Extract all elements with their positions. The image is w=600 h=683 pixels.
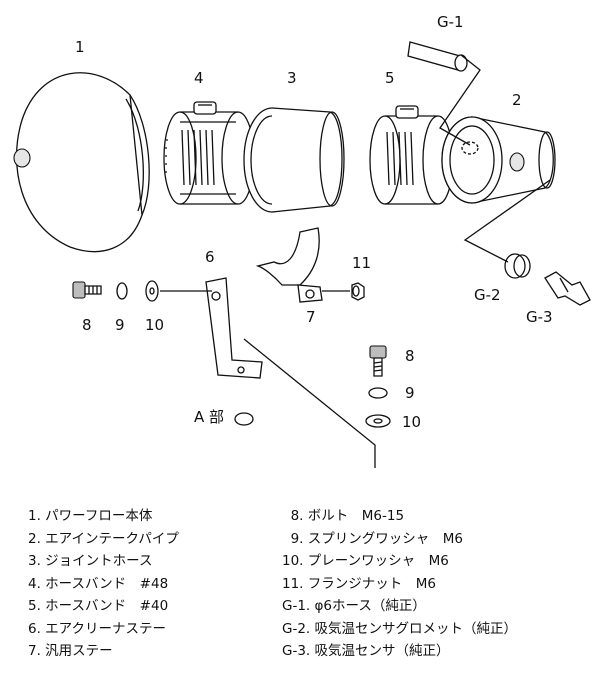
phi6-hose (407, 41, 481, 146)
air-cleaner-stay (205, 277, 376, 468)
callout-g1: G-1 (437, 13, 464, 31)
callout-a-part: A 部 (194, 408, 224, 426)
part-item: 9. スプリングワッシャ M6 (282, 530, 463, 547)
part-item: 6. エアクリーナステー (28, 620, 166, 637)
callout-11: 11 (352, 254, 371, 272)
callout-6: 6 (205, 248, 215, 266)
callout-1: 1 (75, 38, 85, 56)
callout-4: 4 (194, 69, 204, 87)
parts-list-right: 8. ボルト M6-15 9. スプリングワッシャ M6 10. プレーンワッシ… (282, 505, 517, 663)
part-item: 11. フランジナット M6 (282, 575, 436, 592)
callout-10-left: 10 (145, 316, 164, 334)
part-item: 8. ボルト M6-15 (282, 508, 405, 524)
hose-band-40 (369, 105, 454, 205)
callout-8-left: 8 (82, 316, 92, 334)
plain-washer-right (365, 414, 391, 428)
callout-7: 7 (306, 308, 316, 326)
callout-g3: G-3 (526, 308, 553, 326)
universal-stay (255, 227, 323, 303)
part-item: 1. パワーフロー本体 (28, 508, 153, 524)
intake-temp-sensor-grommet (463, 179, 551, 279)
part-item: G-2. 吸気温センサグロメット（純正） (282, 620, 518, 637)
power-flow-body (13, 72, 150, 253)
part-item: G-1. φ6ホース（純正） (282, 598, 426, 614)
parts-list: 1. パワーフロー本体 2. エアインテークパイプ 3. ジョイントホース 4.… (0, 505, 600, 683)
part-item: 10. プレーンワッシャ M6 (282, 553, 449, 569)
intake-temp-sensor (544, 271, 591, 306)
callout-5: 5 (385, 69, 395, 87)
part-item: 2. エアインテークパイプ (28, 530, 179, 547)
callout-g2: G-2 (474, 286, 501, 304)
callout-9-left: 9 (115, 316, 125, 334)
callout-9-right: 9 (405, 384, 415, 402)
callout-3: 3 (287, 69, 297, 87)
bolt-m6-right (369, 345, 387, 377)
hose-band-48 (163, 101, 255, 205)
joint-hose (243, 107, 345, 213)
part-item: 3. ジョイントホース (28, 553, 153, 569)
flange-nut (351, 282, 365, 301)
callout-2: 2 (512, 91, 522, 109)
air-intake-pipe (441, 116, 556, 204)
bolt-m6-left (72, 281, 102, 299)
callout-8-right: 8 (405, 347, 415, 365)
part-item: 7. 汎用ステー (28, 643, 113, 659)
plain-washer-left (145, 280, 159, 302)
part-item: 4. ホースバンド #48 (28, 575, 169, 592)
part-item: 5. ホースバンド #40 (28, 598, 169, 614)
callout-10-right: 10 (402, 413, 421, 431)
part-item: G-3. 吸気温センサ（純正） (282, 643, 450, 659)
spring-washer-right (368, 387, 388, 399)
parts-list-left: 1. パワーフロー本体 2. エアインテークパイプ 3. ジョイントホース 4.… (28, 505, 179, 663)
spring-washer-left (116, 282, 128, 300)
exploded-parts-diagram: 1 4 3 5 2 G-1 6 11 8 9 10 7 G-2 G-3 8 9 … (13, 13, 591, 468)
